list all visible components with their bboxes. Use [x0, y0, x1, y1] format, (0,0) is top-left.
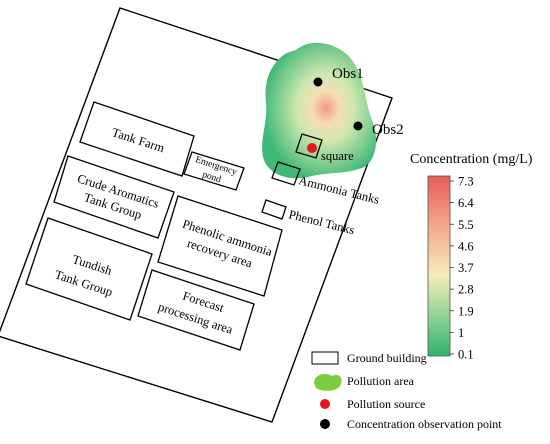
- building-square: square: [295, 133, 354, 163]
- obs1-label: Obs1: [332, 66, 364, 82]
- colorbar-ticks: 7.3 6.4 5.5 4.6 3.7 2.8 1.9 1 0.1: [450, 175, 474, 362]
- pollution-area-swatch: [314, 374, 342, 391]
- pollution-source-marker: [307, 143, 317, 153]
- colorbar-tick-label: 4.6: [458, 239, 474, 253]
- square-label: square: [321, 149, 354, 163]
- observation-point-obs2: Obs2: [353, 121, 404, 138]
- building-phenolic-ammonia: Phenolic ammonia recovery area: [157, 195, 283, 297]
- ground-building-legend-label: Ground building: [347, 351, 427, 365]
- pollution-area-legend-label: Pollution area: [347, 374, 415, 388]
- phenol-tanks-label: Phenol Tanks: [287, 207, 356, 237]
- building-crude-aromatics: Crude Aromatics Tank Group: [53, 155, 175, 239]
- ground-building-swatch: [311, 351, 339, 365]
- obs2-label: Obs2: [372, 122, 404, 138]
- colorbar-tick-label: 3.7: [458, 261, 474, 275]
- map-legend: Ground building Pollution area Pollution…: [311, 351, 502, 431]
- colorbar-tick-label: 0.1: [458, 348, 474, 362]
- observation-point-obs1: Obs1: [313, 66, 364, 87]
- colorbar-tick-label: 2.8: [458, 283, 474, 297]
- colorbar-tick-label: 1: [458, 326, 464, 340]
- building-emergency-pond: Emergency pond: [183, 151, 245, 191]
- observation-point-swatch: [320, 419, 330, 429]
- colorbar-tick-label: 7.3: [458, 175, 474, 189]
- building-tundish: Tundish Tank Group: [25, 217, 153, 321]
- pollution-source-swatch: [320, 399, 330, 409]
- colorbar-tick-label: 6.4: [458, 196, 474, 210]
- colorbar-tick-label: 5.5: [458, 218, 474, 232]
- colorbar-title: Concentration (mg/L): [410, 152, 533, 167]
- observation-point-legend-label: Concentration observation point: [347, 417, 502, 431]
- pollution-source-legend-label: Pollution source: [347, 397, 425, 411]
- building-forecast: Forecast processing area: [137, 269, 255, 351]
- ammonia-tanks-label: Ammonia Tanks: [297, 173, 381, 207]
- pollution-plume: [262, 42, 377, 179]
- colorbar-gradient: [427, 175, 451, 357]
- colorbar: Concentration (mg/L) 7.3 6.4 5.5 4.6 3.7 2.8 1…: [410, 152, 533, 362]
- building-tank-farm: Tank Farm: [79, 101, 195, 177]
- colorbar-tick-label: 1.9: [458, 304, 474, 318]
